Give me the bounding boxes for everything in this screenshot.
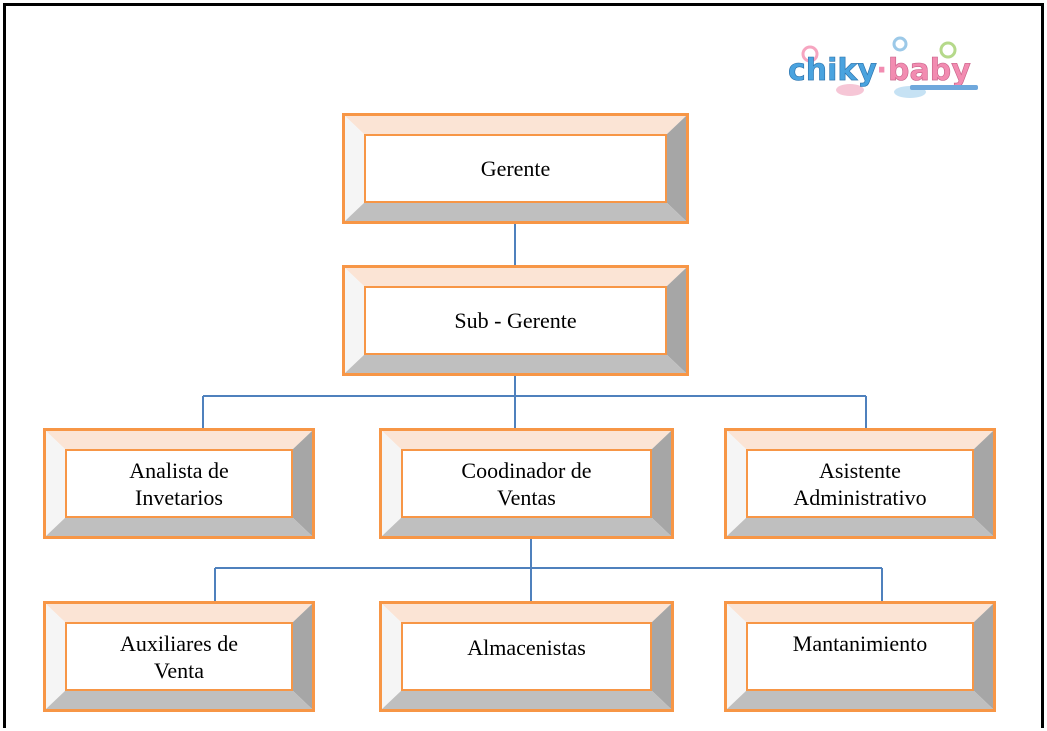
node-auxiliares: Auxiliares de Venta bbox=[43, 601, 315, 712]
svg-text:baby: baby bbox=[888, 53, 971, 88]
box-bevel bbox=[382, 604, 671, 709]
box-bevel bbox=[382, 431, 671, 536]
box-bevel bbox=[345, 116, 686, 221]
node-label: Gerente bbox=[480, 156, 551, 181]
box-bevel bbox=[46, 604, 312, 709]
diagram-frame bbox=[3, 3, 1044, 728]
node-almacenistas: Almacenistas bbox=[379, 601, 674, 712]
node-label: Auxiliares de Venta bbox=[120, 630, 238, 683]
svg-text:chiky: chiky bbox=[788, 53, 877, 88]
box-bevel bbox=[727, 604, 993, 709]
svg-text:·: · bbox=[876, 53, 887, 88]
chiky-baby-logo: chiky · baby bbox=[788, 36, 978, 98]
box-bevel bbox=[46, 431, 312, 536]
node-analista: Analista de Invetarios bbox=[43, 428, 315, 539]
node-coordinador: Coodinador de Ventas bbox=[379, 428, 674, 539]
node-label: Asistente Administrativo bbox=[793, 457, 927, 510]
box-bevel bbox=[345, 268, 686, 373]
node-gerente: Gerente bbox=[342, 113, 689, 224]
node-label: Analista de Invetarios bbox=[129, 457, 229, 510]
node-label: Almacenistas bbox=[467, 635, 586, 660]
node-asistente: Asistente Administrativo bbox=[724, 428, 996, 539]
node-sub-gerente: Sub - Gerente bbox=[342, 265, 689, 376]
node-label: Coodinador de Ventas bbox=[461, 457, 592, 510]
node-label: Sub - Gerente bbox=[454, 308, 577, 333]
node-label: Mantanimiento bbox=[792, 631, 928, 656]
box-bevel bbox=[727, 431, 993, 536]
node-mantenimiento: Mantanimiento bbox=[724, 601, 996, 712]
